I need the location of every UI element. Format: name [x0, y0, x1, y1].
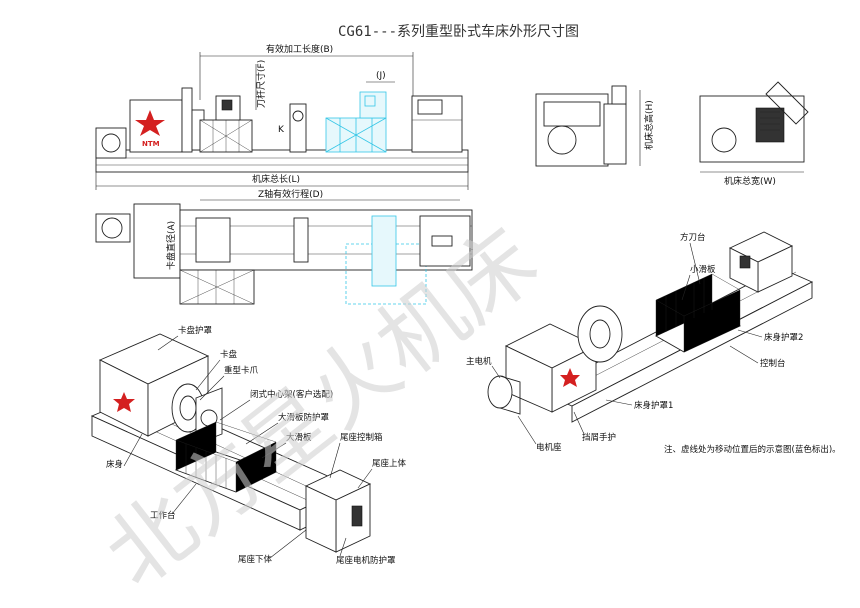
dim-effective-length: 有效加工长度(B): [266, 43, 333, 55]
dim-k: K: [278, 125, 285, 135]
label-carriage: 大滑板: [286, 432, 312, 443]
dim-z-travel: Z轴有效行程(D): [258, 188, 323, 200]
label-carriage-guard: 大滑板防护罩: [278, 412, 330, 423]
label-tail-lower: 尾座下体: [238, 554, 273, 565]
label-tail-box: 尾座控制箱: [340, 432, 383, 443]
dim-total-width: 机床总宽(W): [724, 175, 776, 187]
dim-tool-size: 刀杆尺寸(F): [255, 60, 267, 108]
label-bed-guard1: 床身护罩1: [634, 400, 673, 411]
label-worktable: 工作台: [150, 510, 176, 521]
brand-star-logo: [135, 110, 165, 136]
label-chip-guard: 挡屑手护: [582, 432, 616, 443]
label-small-slide: 小滑板: [690, 264, 716, 275]
plan-view: 卡盘直径(A): [95, 203, 473, 305]
left-callouts: 卡盘护罩 卡盘 重型卡爪 闭式中心架(客户选配) 大滑板防护罩 大滑板 尾座控制…: [106, 325, 407, 566]
note-text: 注、虚线处为移动位置后的示意图(蓝色标出)。: [664, 444, 841, 455]
label-bed: 床身: [106, 459, 123, 470]
label-motor-base: 电机座: [536, 442, 562, 453]
dim-total-length: 机床总长(L): [252, 173, 300, 185]
right-callouts: 方刀台 小滑板 床身护罩2 控制台 主电机 床身护罩1 电机座 挡屑手护 注、虚…: [466, 232, 841, 455]
logo-text: NTM: [142, 140, 160, 148]
isometric-right: [487, 231, 814, 423]
label-steady-rest: 闭式中心架(客户选配): [250, 389, 333, 400]
label-control: 控制台: [760, 358, 786, 369]
front-elevation: 有效加工长度(B) (J) 刀杆尺寸(F) K NTM: [95, 43, 469, 201]
isometric-left: [90, 333, 372, 553]
page-title: CG61---系列重型卧式车床外形尺寸图: [338, 23, 579, 40]
label-tail-motor-guard: 尾座电机防护罩: [336, 555, 396, 566]
label-chuck: 卡盘: [220, 349, 238, 360]
label-bed-guard2: 床身护罩2: [764, 332, 803, 343]
dim-total-height: 机床总高(H): [643, 100, 655, 150]
dim-j: (J): [376, 71, 386, 81]
side-view-left: 机床总高(H): [535, 85, 655, 167]
label-tool-post: 方刀台: [680, 232, 706, 243]
label-tail-upper: 尾座上体: [372, 458, 407, 469]
label-main-motor: 主电机: [466, 356, 492, 367]
side-view-right: 机床总宽(W): [699, 81, 809, 187]
label-chuck-guard: 卡盘护罩: [178, 325, 213, 336]
dim-chuck-dia: 卡盘直径(A): [165, 221, 177, 270]
label-heavy-jaw: 重型卡爪: [224, 365, 259, 376]
